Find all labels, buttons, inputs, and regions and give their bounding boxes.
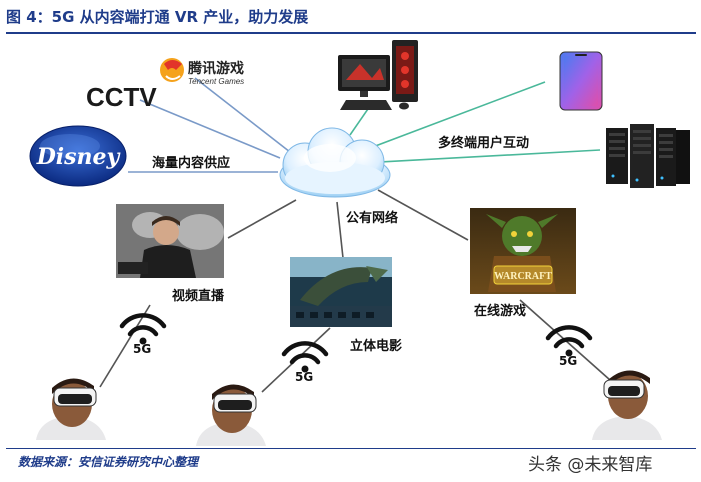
- desktop-pc-icon: [338, 40, 418, 110]
- line-phone: [369, 81, 546, 149]
- live-stream-photo: [116, 204, 224, 278]
- tencent-games-logo: 腾讯游戏 Tencent Games: [160, 58, 244, 86]
- label-5g-middle: 5G: [295, 370, 314, 384]
- label-5g-right: 5G: [559, 354, 578, 368]
- source-note: 数据来源：安信证券研究中心整理: [18, 455, 199, 469]
- label-content-supply: 海量内容供应: [152, 156, 231, 171]
- label-live-video: 视频直播: [172, 289, 225, 304]
- server-rack-icon: [606, 124, 690, 188]
- line-tencent: [194, 77, 291, 153]
- warcraft-logo-text: WARCRAFT: [494, 271, 552, 282]
- line-server: [379, 149, 601, 163]
- cloud-icon: [279, 127, 391, 198]
- line-live: [227, 199, 297, 239]
- title-rule: [6, 32, 696, 34]
- line-pc: [349, 105, 371, 136]
- line-cctv: [139, 99, 281, 159]
- smartphone-icon: [559, 51, 603, 111]
- line-games: [377, 189, 469, 241]
- tencent-en-text: Tencent Games: [188, 77, 244, 86]
- line-cinema: [336, 201, 344, 259]
- line-user-left: [99, 304, 151, 388]
- label-online-games: 在线游戏: [474, 304, 527, 319]
- warcraft-game-photo: WARCRAFT: [470, 208, 576, 294]
- wifi-signal-right-icon: [545, 325, 593, 357]
- label-cinema: 立体电影: [350, 339, 403, 354]
- wifi-signal-left-icon: [119, 313, 167, 345]
- vr-user-left-icon: [36, 378, 106, 440]
- cinema-photo: [290, 257, 392, 327]
- watermark: 头条 @未来智库: [528, 455, 653, 475]
- cctv-logo-text: CCTV: [86, 82, 157, 112]
- vr-user-middle-icon: [196, 384, 266, 446]
- label-public-network: 公有网络: [346, 211, 399, 226]
- wifi-signal-middle-icon: [281, 341, 329, 373]
- disney-logo: Disney: [29, 125, 127, 187]
- figure-title: 图 4：5G 从内容端打通 VR 产业，助力发展: [6, 8, 309, 26]
- label-multi-terminal: 多终端用户互动: [438, 136, 530, 151]
- vr-user-right-icon: [592, 370, 662, 440]
- disney-logo-text: Disney: [36, 144, 122, 170]
- cctv-logo: CCTV: [86, 82, 157, 112]
- label-5g-left: 5G: [133, 342, 152, 356]
- source-rule: [6, 448, 696, 449]
- tencent-cn-text: 腾讯游戏: [188, 60, 244, 77]
